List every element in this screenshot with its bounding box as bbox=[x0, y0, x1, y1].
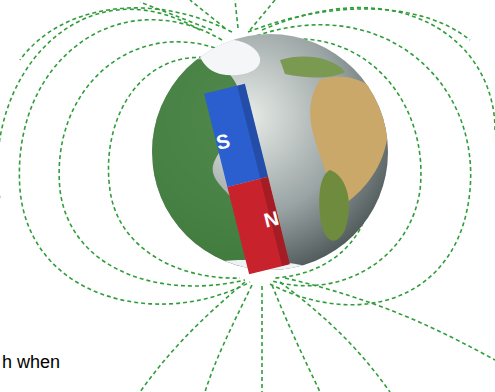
continents bbox=[150, 39, 389, 290]
text-fragment: h when bbox=[2, 352, 60, 372]
